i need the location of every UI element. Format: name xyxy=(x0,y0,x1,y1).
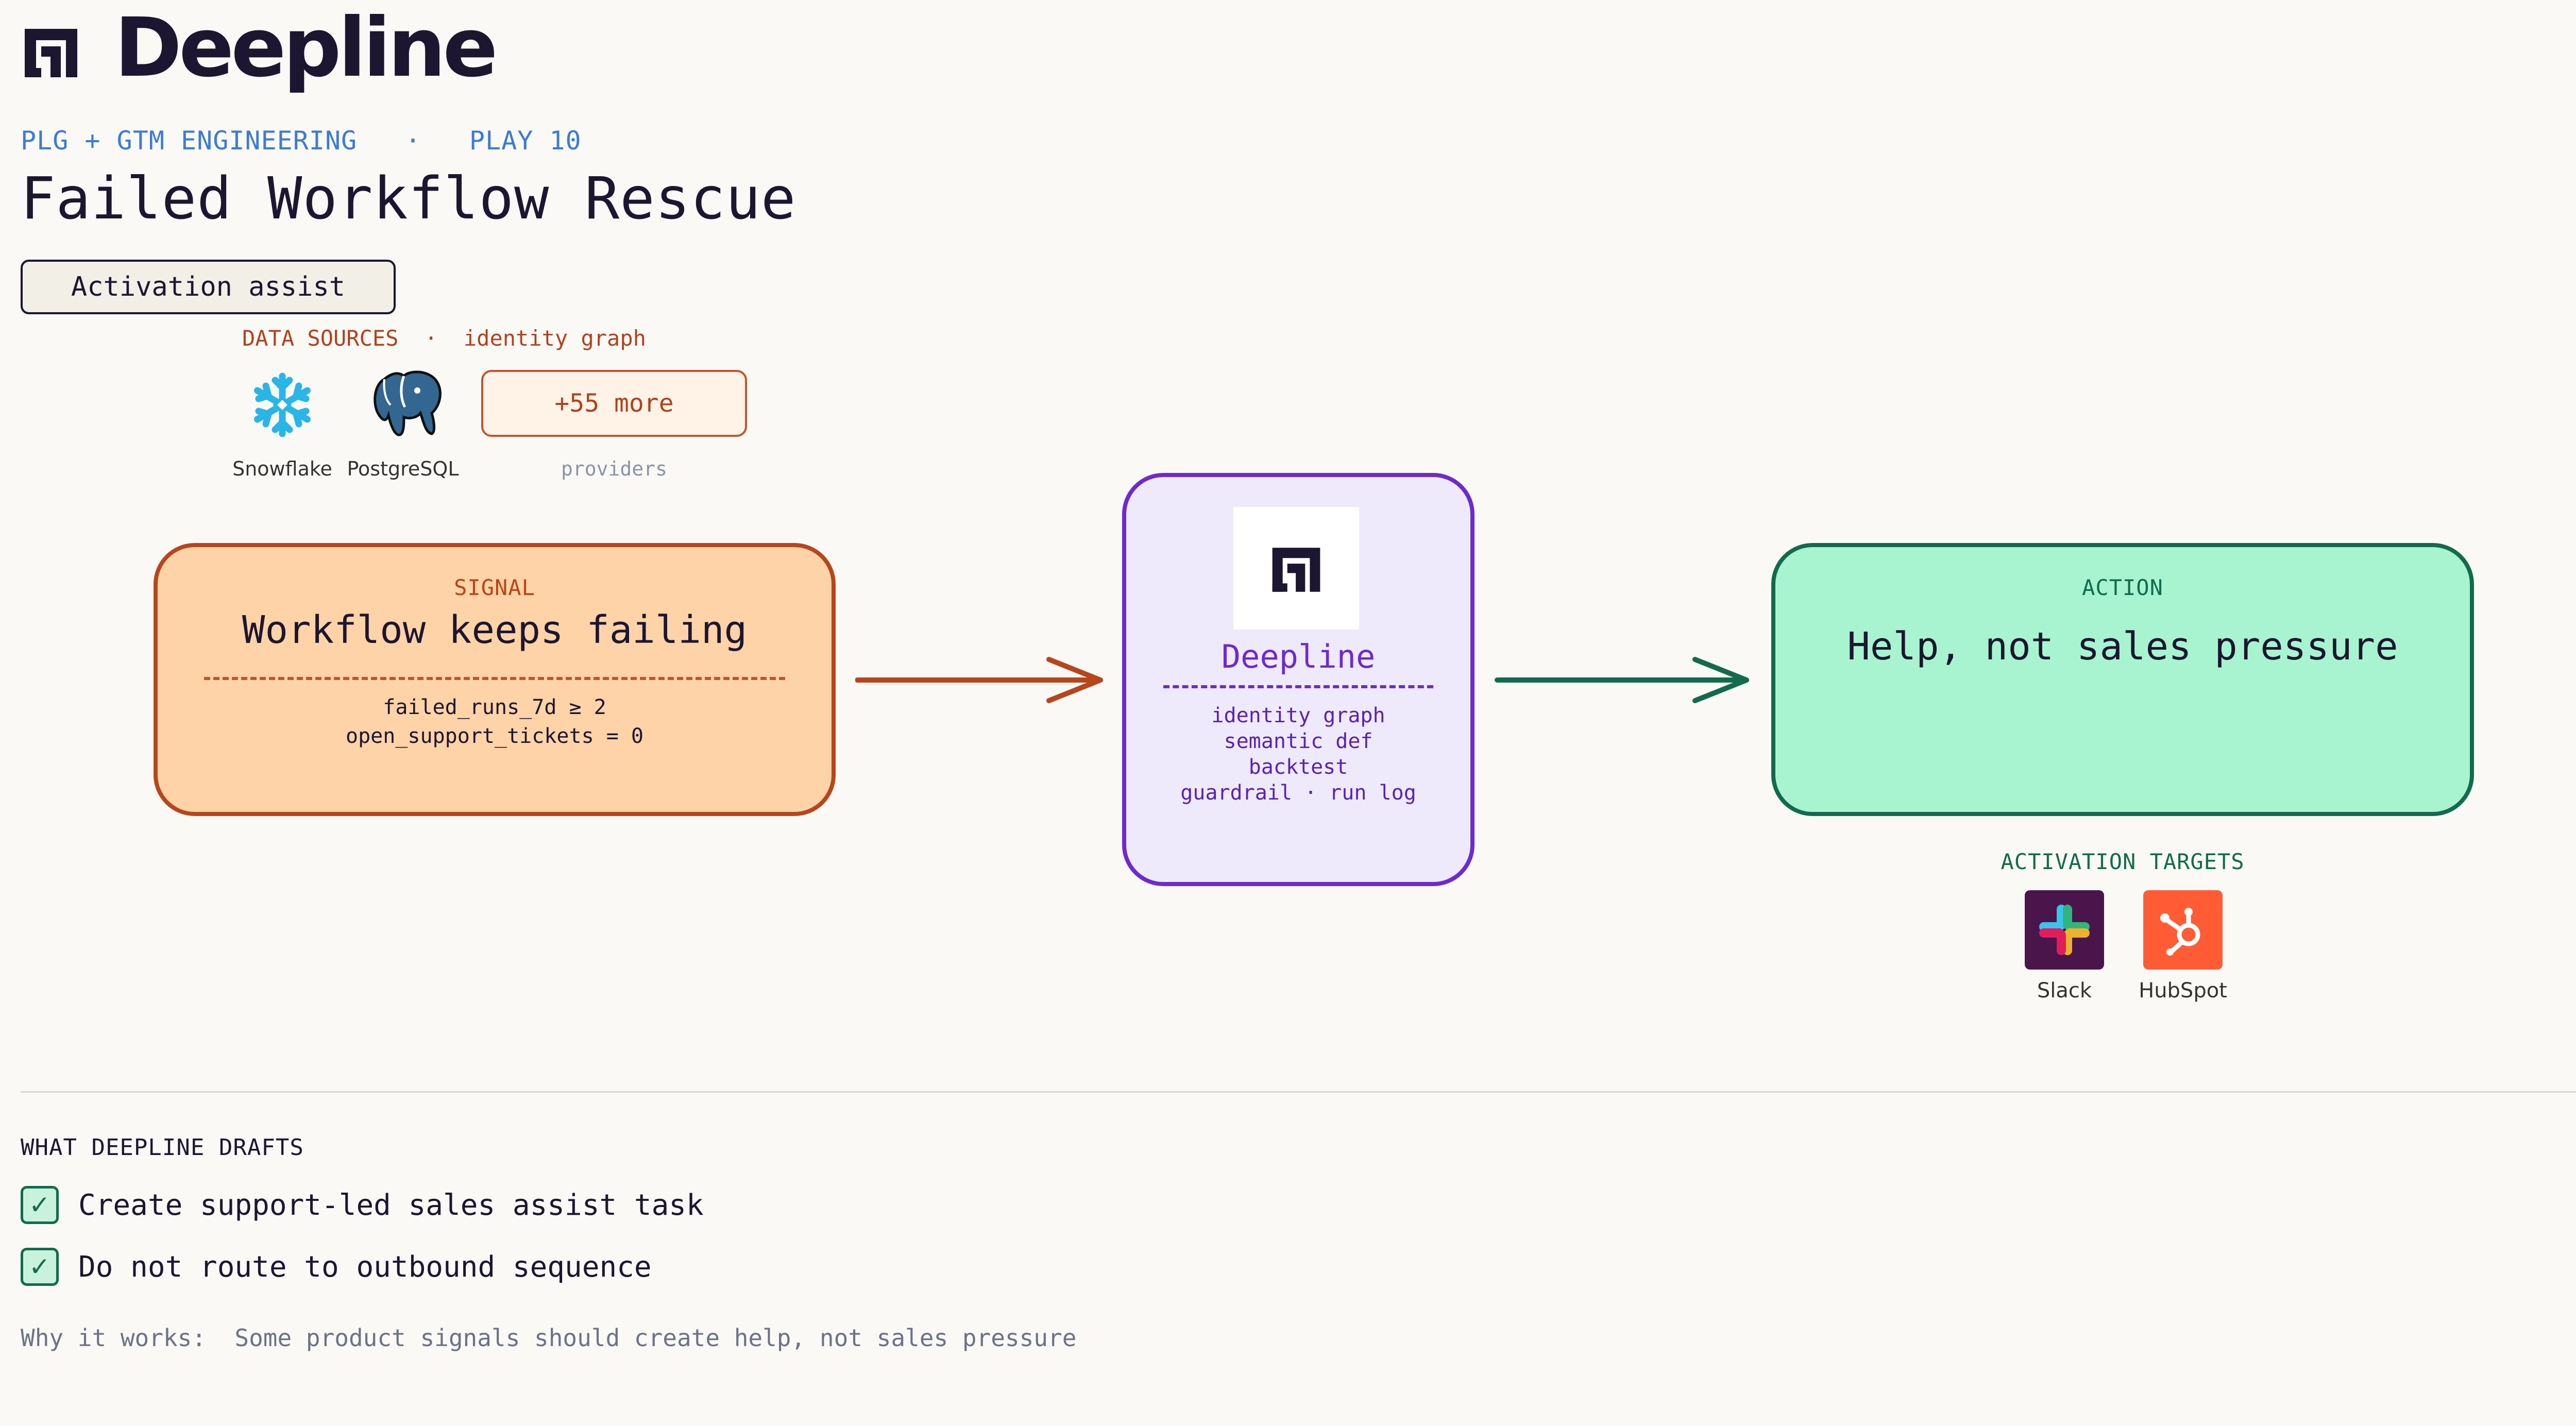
activation-targets-heading: ACTIVATION TARGETS xyxy=(2001,849,2245,874)
engine-name: Deepline xyxy=(1221,638,1376,675)
section-divider xyxy=(21,1091,2576,1093)
arrow-signal-to-engine xyxy=(855,657,1103,703)
signal-kicker: SIGNAL xyxy=(454,575,535,600)
data-sources-accent: identity graph xyxy=(463,326,646,351)
action-title: Help, not sales pressure xyxy=(1847,624,2398,669)
signal-condition: open_support_tickets = 0 xyxy=(346,724,643,748)
brand-name: Deepline xyxy=(114,1,498,95)
engine-step: backtest xyxy=(1248,755,1348,779)
draft-item-text: Create support-led sales assist task xyxy=(78,1188,704,1222)
deepline-logo-icon xyxy=(1272,548,1320,592)
draft-item-text: Do not route to outbound sequence xyxy=(78,1250,652,1284)
engine-step: identity graph xyxy=(1211,704,1385,727)
hubspot-icon xyxy=(2160,908,2200,956)
hubspot-tile[interactable] xyxy=(2143,890,2223,970)
provider-label-postgresql: PostgreSQL xyxy=(347,457,459,480)
signal-condition: failed_runs_7d ≥ 2 xyxy=(383,695,606,719)
signal-title: Workflow keeps failing xyxy=(242,608,748,652)
drafts-heading: WHAT DEEPLINE DRAFTS xyxy=(21,1134,304,1161)
postgresql-elephant-icon xyxy=(374,370,442,436)
draft-item: ✓ Create support-led sales assist task xyxy=(21,1186,704,1224)
deepline-logo-icon xyxy=(25,29,77,77)
play-kicker: PLG + GTM ENGINEERING · PLAY 10 xyxy=(21,126,582,156)
action-node: ACTION Help, not sales pressure xyxy=(1771,543,2474,816)
more-providers-caption: providers xyxy=(561,457,667,480)
deepline-engine-node: Deepline identity graph semantic def bac… xyxy=(1122,473,1475,886)
checkbox-checked-icon[interactable]: ✓ xyxy=(21,1248,59,1286)
engine-logo-tile xyxy=(1233,507,1359,630)
slack-tile[interactable] xyxy=(2025,890,2104,970)
data-sources-label: DATA SOURCES xyxy=(242,326,399,351)
why-text: Some product signals should create help,… xyxy=(234,1324,1077,1352)
kicker-separator: · xyxy=(405,126,421,156)
page-title: Failed Workflow Rescue xyxy=(21,165,796,232)
checkbox-checked-icon[interactable]: ✓ xyxy=(21,1186,59,1224)
category-badge: Activation assist xyxy=(21,260,396,314)
arrow-engine-to-action xyxy=(1495,657,1749,703)
kicker-category: PLG + GTM ENGINEERING xyxy=(21,126,358,156)
signal-node: SIGNAL Workflow keeps failing failed_run… xyxy=(154,543,836,816)
signal-divider xyxy=(204,677,785,680)
kicker-play: PLAY 10 xyxy=(469,126,582,156)
why-it-works: Why it works: Some product signals shoul… xyxy=(21,1324,1076,1352)
why-label: Why it works: xyxy=(21,1324,207,1352)
data-sources-separator: · xyxy=(425,326,438,351)
target-label-hubspot: HubSpot xyxy=(2139,979,2227,1003)
snowflake-icon xyxy=(254,372,311,437)
engine-divider xyxy=(1163,685,1433,688)
draft-item: ✓ Do not route to outbound sequence xyxy=(21,1248,652,1286)
engine-step: semantic def xyxy=(1224,729,1373,753)
target-label-slack: Slack xyxy=(2037,979,2092,1003)
engine-step: guardrail · run log xyxy=(1180,781,1416,805)
action-kicker: ACTION xyxy=(2082,575,2163,600)
slack-icon xyxy=(2039,905,2090,955)
more-providers-button[interactable]: +55 more xyxy=(481,370,747,437)
provider-label-snowflake: Snowflake xyxy=(232,457,332,480)
data-sources-heading: DATA SOURCES · identity graph xyxy=(242,326,646,351)
